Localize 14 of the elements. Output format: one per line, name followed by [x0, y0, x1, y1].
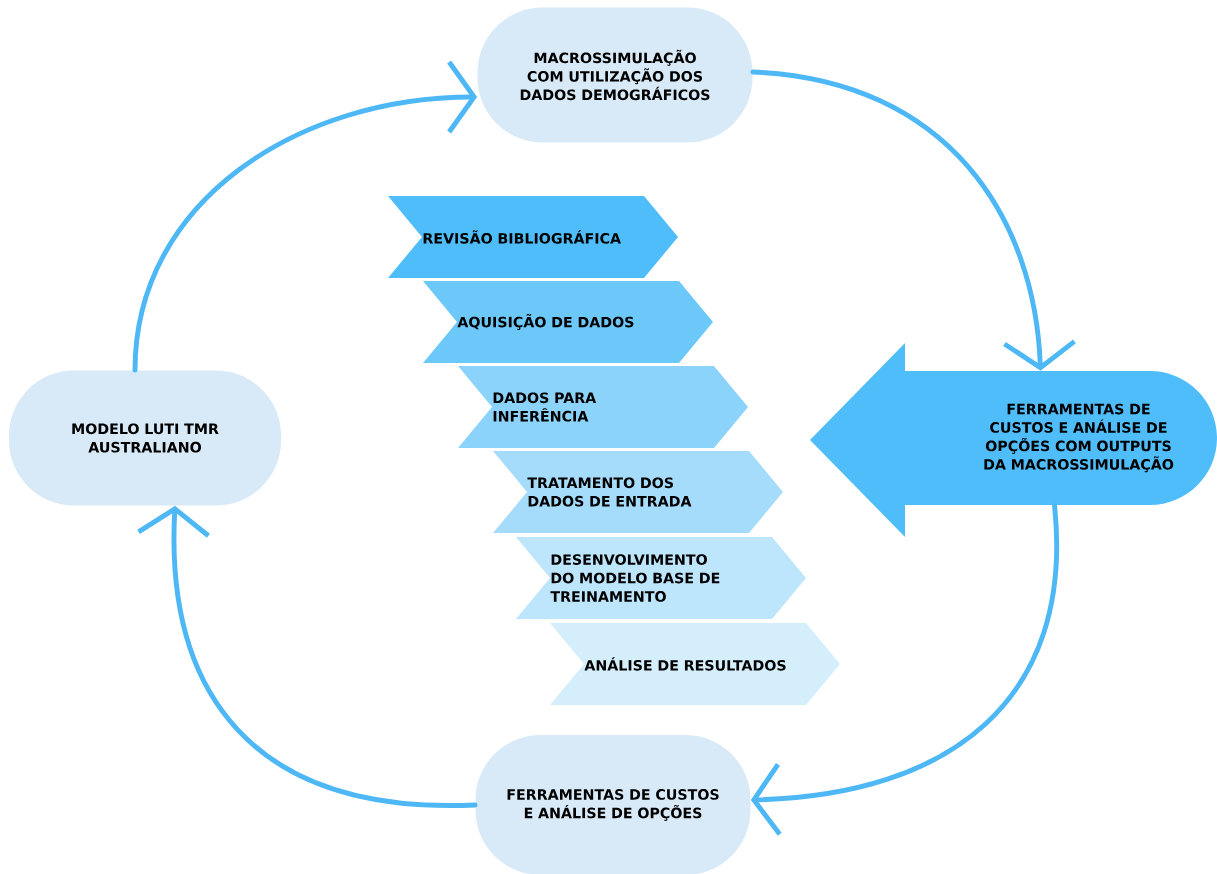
curved-arrow	[750, 69, 1076, 371]
curved-arrow	[750, 502, 1060, 836]
rounded-box: MODELO LUTI TMR AUSTRALIANO	[9, 370, 281, 506]
curved-arrow	[137, 505, 478, 808]
chevron-step: TRATAMENTO DOS DADOS DE ENTRADA	[493, 451, 783, 533]
chevron-step: REVISÃO BIBLIOGRÁFICA	[388, 196, 678, 278]
arrow-box: FERRAMENTAS DE CUSTOS E ANÁLISE DE OPÇÕES COM OUTPUTS DA MACROSSIMULAÇÃO	[810, 343, 1217, 537]
chevron-step: DESENVOLVIMENTO DO MODELO BASE DE TREINAMENTO	[516, 537, 806, 619]
rounded-box: MACROSSIMULAÇÃO COM UTILIZAÇÃO DOS DADOS DEMOGRÁFICOS	[477, 7, 753, 143]
chevron-step: DADOS PARA INFERÊNCIA	[458, 366, 748, 448]
rounded-box: FERRAMENTAS DE CUSTOS E ANÁLISE DE OPÇÕES	[475, 735, 751, 874]
chevron-step: AQUISIÇÃO DE DADOS	[423, 281, 713, 363]
chevron-step: ANÁLISE DE RESULTADOS	[550, 623, 840, 705]
curved-arrow	[132, 60, 478, 373]
